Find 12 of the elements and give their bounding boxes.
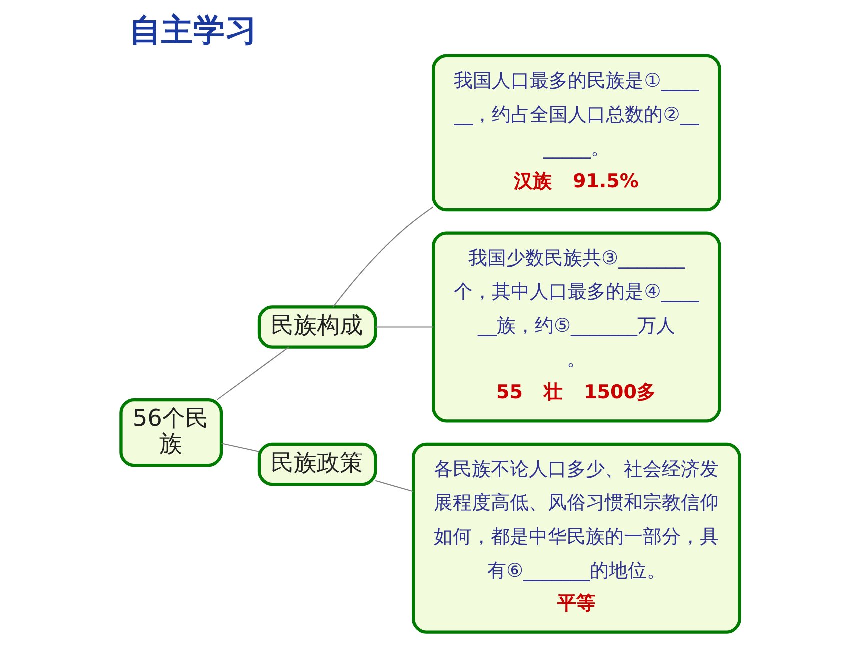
- node-box: 民族构成: [257, 306, 377, 349]
- diagram-title: 自主学习: [129, 13, 258, 50]
- connector: [332, 206, 434, 308]
- connector: [375, 480, 414, 492]
- connector: [220, 443, 259, 452]
- node-box: 56个民族: [119, 398, 223, 468]
- node-box: 民族政策: [257, 442, 377, 486]
- node-box: 我国少数民族共③_______个，其中人口最多的是④______族，约⑤_______万人。 55 壮 1500多: [432, 232, 721, 423]
- connector: [216, 347, 289, 400]
- node-box: 各民族不论人口多少、社会经济发展程度高低、风俗习惯和宗教信仰如何，都是中华民族的一部分，具有⑥_______的地位。 平等: [412, 442, 741, 634]
- node-box: 我国人口最多的民族是①______，约占全国人口总数的②_______。 汉族 91.5%: [432, 54, 721, 212]
- connector: [375, 326, 434, 328]
